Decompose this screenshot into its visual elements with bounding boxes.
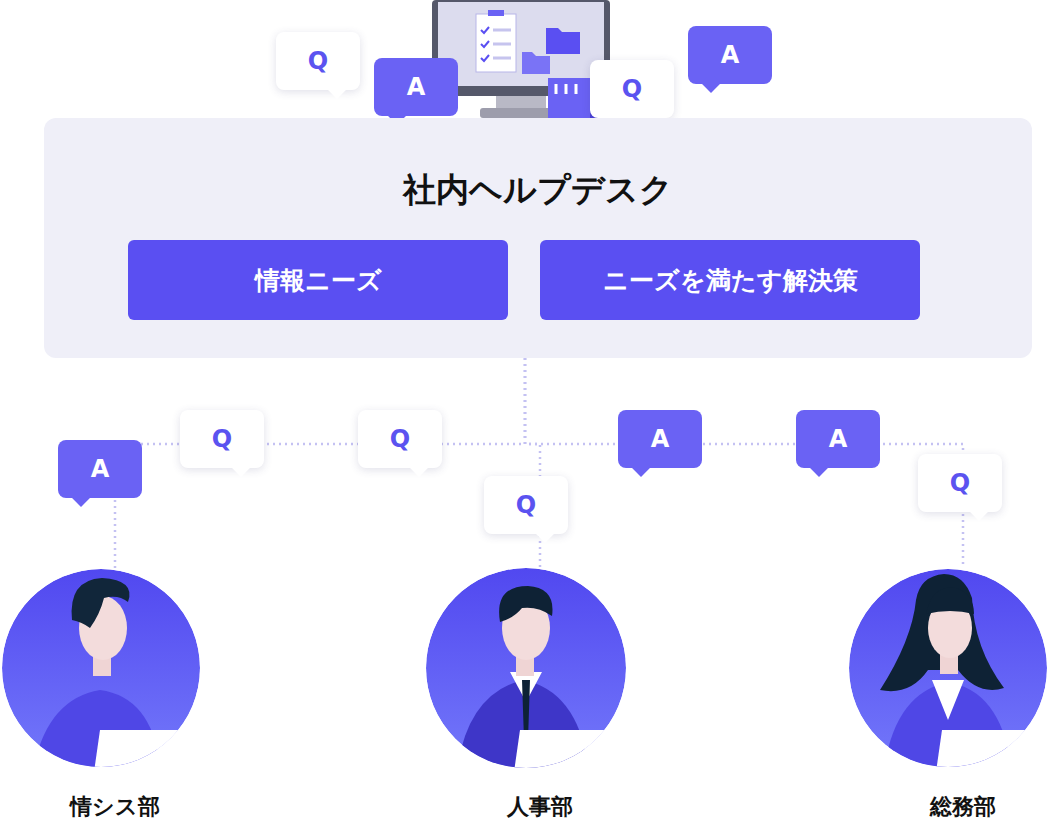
person-illustration xyxy=(426,568,640,800)
dotted-connector xyxy=(115,358,525,568)
node-label: Q xyxy=(516,491,536,519)
node-label: Q xyxy=(622,75,642,103)
bubble-tail xyxy=(701,73,721,93)
category-box: ニーズを満たす解決策 xyxy=(540,240,920,320)
node-label: Q xyxy=(950,469,970,497)
bubble-tail xyxy=(535,523,555,543)
node-label: A xyxy=(407,73,426,101)
question-bubble: Q xyxy=(918,454,1002,512)
bubble-tail xyxy=(71,487,91,507)
node-label: Q xyxy=(308,47,328,75)
department-label: 情シス部 xyxy=(1,792,229,821)
node-label: A xyxy=(721,41,740,69)
node-label: Q xyxy=(212,425,232,453)
person-illustration xyxy=(849,569,1048,800)
bubble-tail xyxy=(631,457,651,477)
department-person: 総務部 xyxy=(849,568,1048,828)
question-bubble: Q xyxy=(484,476,568,534)
answer-bubble: A xyxy=(58,440,142,498)
panel-title: 社内ヘルプデスク xyxy=(44,168,1032,213)
bubble-tail xyxy=(231,457,251,477)
bubble-tail xyxy=(809,457,829,477)
question-bubble: Q xyxy=(358,410,442,468)
node-label: 情報ニーズ xyxy=(255,264,382,297)
node-label: A xyxy=(91,455,110,483)
helpdesk-panel: 社内ヘルプデスク情報ニーズ ニーズを満たす解決策 xyxy=(44,118,1032,358)
department-person: 人事部 xyxy=(426,568,654,828)
node-label: Q xyxy=(390,425,410,453)
answer-bubble: A xyxy=(618,410,702,468)
bubble-tail xyxy=(409,457,429,477)
person-illustration xyxy=(2,569,220,800)
question-bubble: Q xyxy=(180,410,264,468)
answer-bubble: A xyxy=(796,410,880,468)
bubble-tail xyxy=(327,79,347,99)
answer-bubble: A xyxy=(374,58,458,116)
department-label: 人事部 xyxy=(426,792,654,821)
node-label: A xyxy=(651,425,670,453)
category-box: 情報ニーズ xyxy=(128,240,508,320)
question-bubble: Q xyxy=(590,60,674,118)
answer-bubble: A xyxy=(688,26,772,84)
node-label: ニーズを満たす解決策 xyxy=(603,264,858,297)
bubble-tail xyxy=(969,501,989,521)
department-person: 情シス部 xyxy=(1,568,229,828)
department-label: 総務部 xyxy=(849,792,1048,821)
dotted-connector xyxy=(525,358,963,568)
question-bubble: Q xyxy=(276,32,360,90)
node-label: A xyxy=(829,425,848,453)
